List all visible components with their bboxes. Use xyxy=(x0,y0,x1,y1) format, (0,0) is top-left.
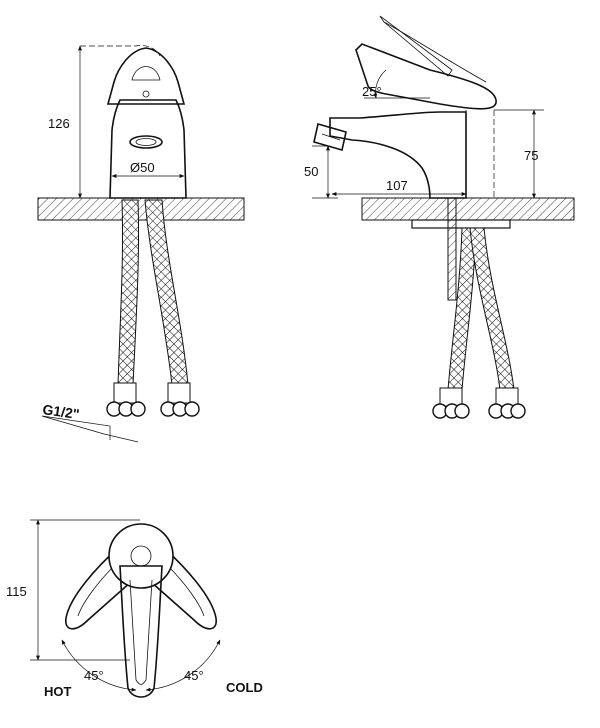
front-faucet-body xyxy=(109,99,187,199)
top-hot-angle-label: 45° xyxy=(84,668,104,683)
side-shank xyxy=(447,197,457,301)
side-angle-label: 25° xyxy=(362,84,382,99)
side-spout-height-label: 50 xyxy=(304,164,318,179)
side-body-height-label: 75 xyxy=(524,148,538,163)
top-hot-lever xyxy=(65,546,142,630)
front-thread-label: G1/2" xyxy=(42,401,81,422)
front-countertop xyxy=(37,197,245,221)
top-cold-lever xyxy=(140,546,217,630)
top-body xyxy=(108,523,174,589)
top-depth-label: 115 xyxy=(6,584,27,599)
side-lever xyxy=(355,43,497,110)
front-height-label: 126 xyxy=(48,116,70,131)
top-hot-label: HOT xyxy=(44,684,72,699)
side-faucet-body xyxy=(329,111,467,199)
side-aerator xyxy=(313,122,347,152)
front-lever xyxy=(106,47,186,105)
front-hoses xyxy=(106,199,200,417)
top-cold-angle-label: 45° xyxy=(184,668,204,683)
top-cold-label: COLD xyxy=(226,680,263,695)
top-view: 115 45° 45° HOT COLD xyxy=(6,519,263,699)
front-diameter-label: Ø50 xyxy=(130,160,155,175)
side-spout-reach-label: 107 xyxy=(386,178,408,193)
front-aerator xyxy=(129,135,163,149)
top-center-lever xyxy=(119,565,163,698)
side-mounting-plate xyxy=(411,219,511,229)
front-view: 126 Ø50 G1/2" xyxy=(37,45,245,443)
side-countertop xyxy=(361,197,575,221)
side-hoses xyxy=(432,227,526,419)
side-view: 25° 50 107 75 xyxy=(304,15,575,419)
